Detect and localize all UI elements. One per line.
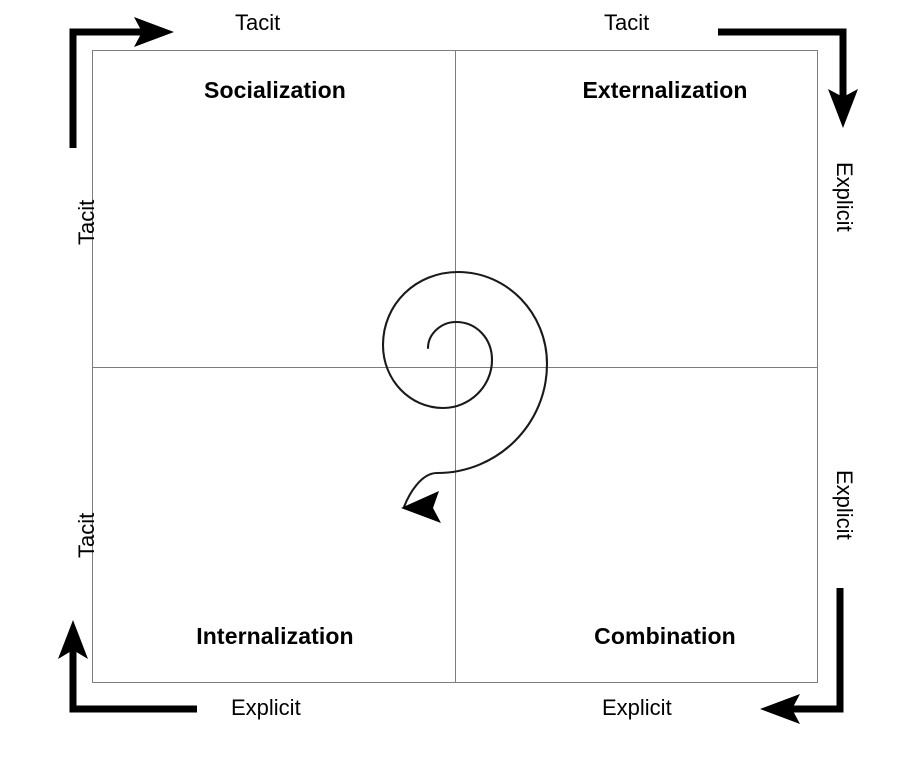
horizontal-divider: [92, 367, 818, 368]
axis-label-left-lower-tacit: Tacit: [74, 512, 99, 558]
axis-label-right-upper-explicit: Explicit: [832, 162, 857, 232]
axis-label-top-left-tacit: Tacit: [235, 10, 281, 35]
axis-label-right-lower-explicit: Explicit: [832, 470, 857, 540]
quadrant-label-combination: Combination: [594, 623, 736, 649]
quadrant-label-internalization: Internalization: [196, 623, 354, 649]
axis-label-top-right-tacit: Tacit: [604, 10, 650, 35]
axis-label-bottom-left-explicit: Explicit: [231, 695, 301, 720]
axis-label-left-upper-tacit: Tacit: [74, 199, 99, 245]
quadrant-label-socialization: Socialization: [204, 77, 346, 103]
axis-label-bottom-right-explicit: Explicit: [602, 695, 672, 720]
quadrant-label-externalization: Externalization: [582, 77, 748, 103]
